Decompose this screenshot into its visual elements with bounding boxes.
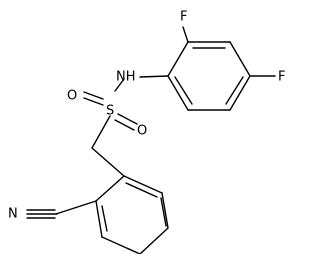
ring-bond bbox=[139, 227, 169, 254]
ring-double-bond-inner bbox=[174, 76, 193, 105]
chemical-structure-diagram: F F NH O S O N bbox=[8, 10, 285, 254]
nitrile-nitrogen-label: N bbox=[8, 207, 18, 222]
ring-bond bbox=[101, 236, 141, 254]
ring-bond bbox=[167, 75, 189, 111]
ring-cn-bond bbox=[55, 200, 97, 215]
sulfur-label: S bbox=[106, 104, 114, 119]
s-n-bond bbox=[114, 78, 125, 92]
ring-bond bbox=[123, 175, 163, 194]
ring-double-bond-inner bbox=[101, 205, 108, 232]
sulfonyl-oxygen-right-label: O bbox=[137, 124, 147, 139]
ring-bond bbox=[95, 200, 103, 238]
fluorine-right-label: F bbox=[278, 70, 285, 85]
ring-bond bbox=[229, 75, 251, 111]
ch2-ring-bond bbox=[91, 147, 125, 177]
amine-nh-label: NH bbox=[116, 70, 136, 85]
difluorophenyl-ring bbox=[167, 41, 251, 111]
ring-bond bbox=[95, 175, 125, 202]
s-o-double-bond-right bbox=[114, 119, 135, 131]
ring-double-bond-inner bbox=[125, 182, 158, 198]
ring-double-bond-inner bbox=[225, 76, 244, 105]
ring-bond bbox=[229, 41, 251, 77]
fluorine-top-label: F bbox=[180, 10, 187, 25]
ring-bond bbox=[161, 192, 169, 229]
s-ch2-bond bbox=[91, 115, 111, 149]
sulfonyl-oxygen-left-label: O bbox=[67, 89, 77, 104]
s-o-double-bond-left bbox=[83, 91, 104, 100]
n-c-bond bbox=[139, 75, 169, 78]
s-o-double-bond-left bbox=[83, 97, 104, 106]
ring-double-bond-inner bbox=[160, 197, 167, 227]
s-o-double-bond-right bbox=[117, 113, 138, 125]
ring-bond bbox=[167, 41, 189, 77]
cyanophenyl-ring bbox=[95, 175, 169, 254]
c-f-bond-top bbox=[182, 26, 189, 43]
